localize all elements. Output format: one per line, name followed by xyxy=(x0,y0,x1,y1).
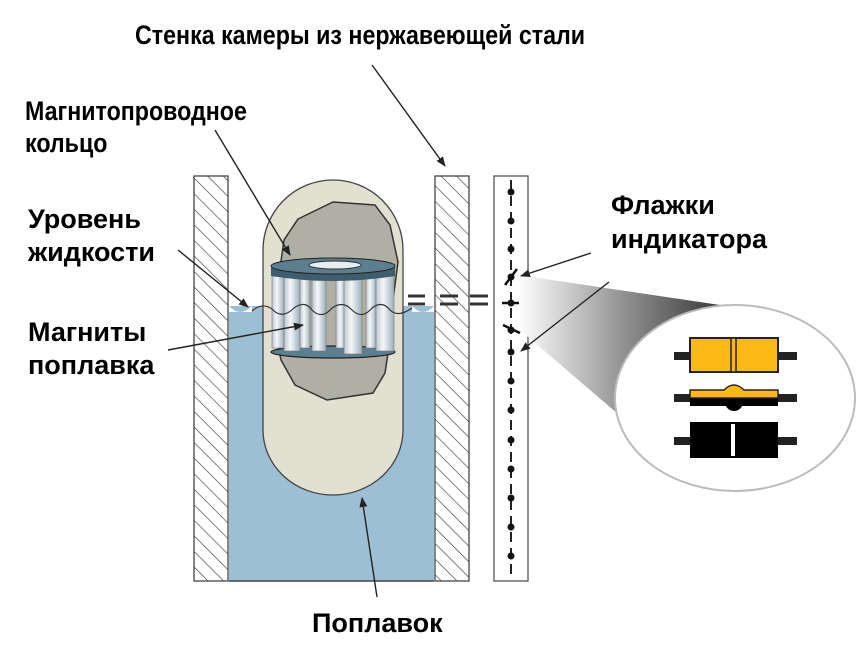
flag-yellow-face xyxy=(674,337,797,373)
float-magnets xyxy=(271,275,395,355)
leader-float xyxy=(359,497,378,598)
label-float-magnets-2: поплавка xyxy=(28,350,155,380)
zoom-beam xyxy=(518,275,720,420)
flag-pivot xyxy=(507,348,515,356)
label-float: Поплавок xyxy=(312,608,443,638)
liquid-surface-line xyxy=(251,303,413,316)
indicator-flags xyxy=(502,188,522,560)
leader-flag-lower xyxy=(520,281,610,352)
flag-rotating xyxy=(504,268,518,286)
flag-pivot xyxy=(507,245,515,253)
label-liquid-level-1: Уровень xyxy=(28,204,141,234)
flag-pivot xyxy=(507,188,515,196)
flag-pivot xyxy=(507,436,515,444)
chamber-wall-right xyxy=(434,175,470,582)
flag-pivot xyxy=(507,377,515,385)
leader-liquid-level xyxy=(177,249,249,308)
label-chamber-wall: Стенка камеры из нержавеющей стали xyxy=(135,20,586,50)
magnetic-coupling-lines xyxy=(408,294,488,306)
flag-pivot xyxy=(507,406,515,414)
liquid-meniscus xyxy=(229,306,434,312)
label-float-magnets-1: Магниты xyxy=(28,317,147,347)
flag-pivot xyxy=(507,494,515,502)
label-indicator-flags-1: Флажки xyxy=(611,190,715,220)
flag-rotating xyxy=(502,323,521,335)
magnetic-ring-bottom xyxy=(270,345,396,359)
label-magnetic-ring-2: кольцо xyxy=(25,128,108,158)
flag-pivot xyxy=(507,217,515,225)
leader-flag-upper xyxy=(520,252,592,277)
chamber-wall-left xyxy=(193,175,229,582)
flag-edge-transition xyxy=(674,384,797,411)
flag-pivot xyxy=(507,523,515,531)
label-liquid-level-2: жидкости xyxy=(28,237,156,267)
flag-pivot xyxy=(507,552,515,560)
indicator-rail xyxy=(493,175,529,582)
flag-pivot xyxy=(507,465,515,473)
magnetic-ring-top xyxy=(270,257,396,281)
label-magnetic-ring-1: Магнитопроводное xyxy=(25,96,247,126)
label-indicator-flags-2: индикатора xyxy=(611,224,768,254)
leader-chamber-wall xyxy=(371,64,446,167)
leader-magnetic-ring xyxy=(214,129,291,256)
flag-black-face xyxy=(674,422,797,458)
leader-float-magnets xyxy=(167,322,304,351)
